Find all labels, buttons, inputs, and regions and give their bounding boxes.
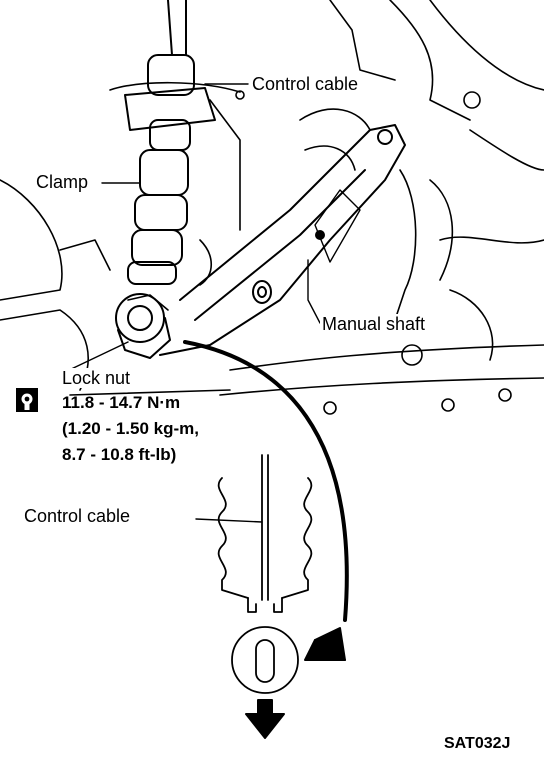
torque-line-2: (1.20 - 1.50 kg-m, bbox=[62, 419, 200, 438]
control-cable-label-bottom: Control cable bbox=[22, 506, 133, 526]
manual-shaft-lever bbox=[159, 124, 417, 356]
torque-line-3: 8.7 - 10.8 ft-lb) bbox=[62, 445, 177, 464]
transmission-housing bbox=[0, 0, 544, 415]
lock-nut-label: Lock nut bbox=[60, 368, 133, 388]
torque-wrench-icon bbox=[16, 388, 38, 412]
control-cable-top bbox=[124, 0, 216, 131]
lock-nut bbox=[115, 293, 171, 359]
manual-shaft-label: Manual shaft bbox=[320, 314, 428, 334]
curved-arrow-icon bbox=[183, 340, 349, 661]
clamp-label: Clamp bbox=[34, 172, 91, 192]
control-cable-detail bbox=[217, 454, 313, 694]
clamp bbox=[127, 119, 191, 285]
control-cable-label-top: Control cable bbox=[250, 74, 361, 94]
figure-code: SAT032J bbox=[442, 734, 513, 754]
leader-lines bbox=[64, 83, 321, 523]
down-arrow-icon bbox=[245, 699, 285, 739]
torque-line-1: 11.8 - 14.7 N·m bbox=[62, 393, 181, 412]
